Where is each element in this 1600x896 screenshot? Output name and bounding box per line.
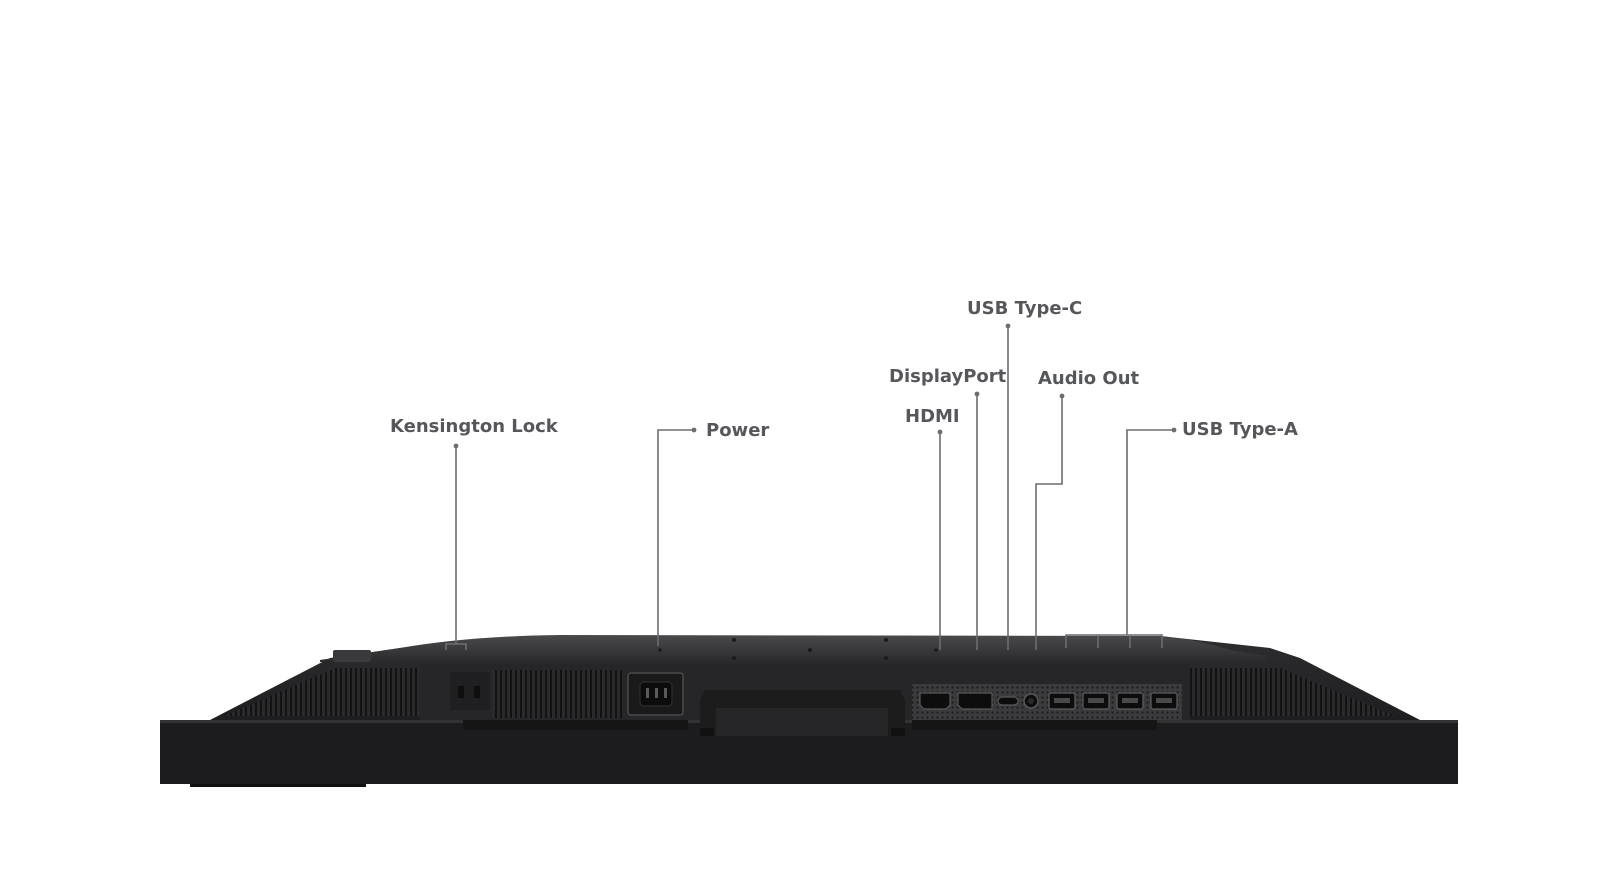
- leader-power: [657, 429, 694, 646]
- label-hdmi: HDMI: [905, 406, 960, 427]
- usb-c-port: [997, 696, 1019, 706]
- label-displayport: DisplayPort: [889, 366, 1007, 387]
- label-kensington-lock: Kensington Lock: [390, 416, 559, 437]
- leader-usb-type-a: [1126, 429, 1174, 635]
- label-usb-type-c: USB Type-C: [967, 298, 1082, 319]
- label-audio-out: Audio Out: [1038, 368, 1140, 389]
- leader-lines: [445, 326, 1174, 650]
- kensington-slot: [450, 672, 490, 710]
- label-power: Power: [706, 420, 769, 441]
- displayport-port: [957, 692, 993, 710]
- leader-audio-out: [1035, 396, 1063, 650]
- hdmi-port: [919, 692, 951, 710]
- monitor-body: [160, 635, 1458, 787]
- label-usb-type-a: USB Type-A: [1182, 419, 1298, 440]
- leader-end-dots: [453, 323, 1177, 449]
